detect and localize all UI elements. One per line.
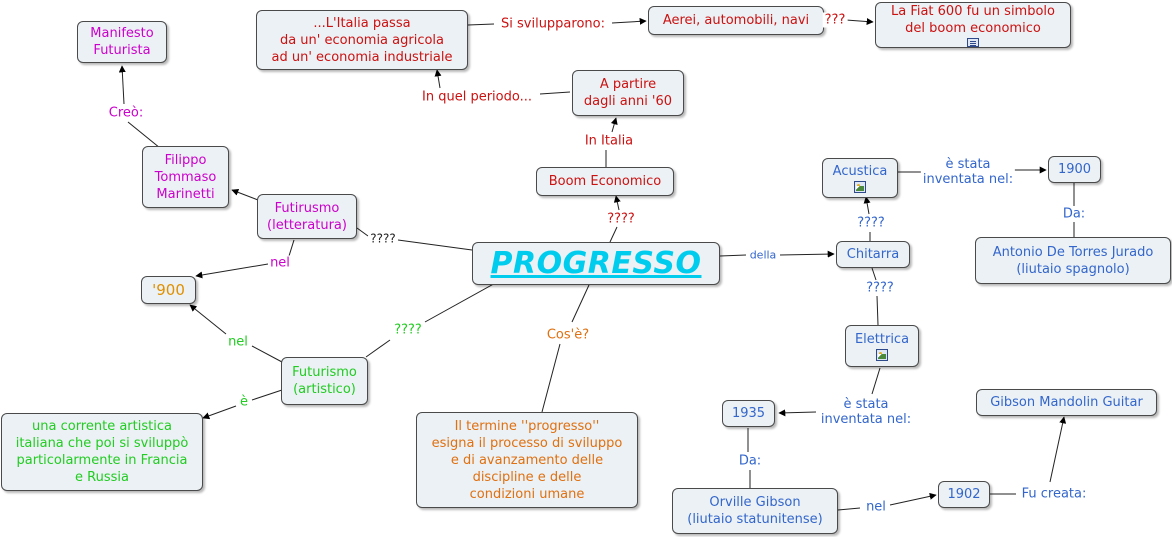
- link-elettrica-q4b2: [876, 295, 879, 326]
- link-prog-della: [719, 254, 747, 257]
- label-nel-green: nel: [226, 334, 250, 350]
- node-torres[interactable]: Antonio De Torres Jurado (liutaio spagno…: [975, 237, 1171, 284]
- link-prog-q4red: [609, 226, 618, 243]
- label-della: della: [747, 247, 779, 263]
- label-in-quel-periodo: In quel periodo...: [420, 89, 534, 105]
- link-q4dark-futlett: [356, 227, 369, 237]
- label-fu-creata: Fu creata:: [1019, 486, 1089, 502]
- link-q4red-boom: [613, 195, 621, 211]
- node-1935[interactable]: 1935: [722, 400, 775, 427]
- link-cose-termine: [541, 343, 561, 413]
- link-q-fiat: [845, 18, 874, 26]
- node-900[interactable]: '900: [141, 276, 196, 304]
- label-cose: Cos'è?: [544, 327, 592, 343]
- label-e-stata-1: è stata inventata nel:: [920, 157, 1016, 187]
- node-italia[interactable]: ...L'Italia passa da un' economia agrico…: [256, 10, 468, 70]
- node-futlett[interactable]: Futirusmo (letteratura): [257, 194, 357, 239]
- label-q4-blue-1: ????: [855, 215, 887, 231]
- link-nel3-1902: [889, 492, 937, 506]
- label-creo: Creò:: [106, 105, 146, 121]
- node-progresso[interactable]: PROGRESSO: [472, 242, 720, 285]
- link-nel1-900: [195, 263, 269, 279]
- link-della-chitarra: [779, 250, 835, 258]
- label-in-italia: In Italia: [582, 133, 636, 149]
- link-fucreata-mandolin: [1049, 416, 1067, 483]
- link-anni60-inquel: [539, 91, 571, 95]
- link-futart-e: [251, 389, 283, 401]
- document-icon[interactable]: [967, 38, 979, 47]
- link-e-corrente: [202, 405, 237, 420]
- label-si-svilupparono: Si svilupparono:: [499, 16, 607, 32]
- label-q4-red: ????: [605, 211, 637, 227]
- link-futlett-nel1: [288, 239, 295, 257]
- label-q3: ???: [822, 12, 848, 28]
- node-termine[interactable]: Il termine ''progresso'' esigna il proce…: [416, 412, 638, 508]
- label-e: è: [238, 394, 250, 410]
- label-da-2: Da:: [736, 453, 764, 469]
- link-sisvilupp-aerei: [611, 17, 647, 25]
- link-prog-q4dark: [397, 239, 473, 251]
- link-nel2-900: [189, 304, 227, 335]
- node-futart[interactable]: Futurismo (artistico): [281, 357, 368, 405]
- node-marinetti[interactable]: Filippo Tommaso Marinetti: [142, 146, 229, 208]
- image-icon[interactable]: [854, 181, 866, 193]
- node-fiat[interactable]: La Fiat 600 fu un simbolo del boom econo…: [875, 2, 1071, 48]
- link-elettrica-estata2: [871, 367, 881, 395]
- link-creo-manifesto: [118, 65, 126, 105]
- label-nel-blue: nel: [864, 499, 888, 515]
- label-q4-blue-2: ????: [864, 280, 896, 296]
- node-boom[interactable]: Boom Economico: [536, 167, 674, 196]
- link-q4b2-chitarra: [871, 267, 877, 281]
- node-elettrica[interactable]: Elettrica: [845, 325, 919, 367]
- label-e-stata-2: è stata inventata nel:: [818, 397, 914, 427]
- label-q4-dark: ????: [368, 231, 398, 247]
- node-1902[interactable]: 1902: [938, 481, 990, 508]
- link-q4green-futart: [365, 339, 391, 358]
- link-marinetti-creo: [127, 121, 161, 149]
- image-icon[interactable]: [876, 349, 888, 361]
- node-manifesto[interactable]: Manifesto Futurista: [77, 21, 167, 63]
- label-da-1: Da:: [1060, 206, 1088, 222]
- node-1900[interactable]: 1900: [1048, 156, 1101, 183]
- node-chitarra[interactable]: Chitarra: [836, 241, 910, 268]
- node-acustica[interactable]: Acustica: [822, 158, 898, 198]
- node-mandolin[interactable]: Gibson Mandolin Guitar: [976, 389, 1157, 416]
- node-aerei[interactable]: Aerei, automobili, navi: [648, 6, 824, 35]
- link-italia-sisvilupp: [467, 23, 495, 26]
- label-q4-green: ????: [392, 322, 424, 338]
- node-corrente[interactable]: una corrente artistica italiana che poi …: [1, 413, 203, 491]
- link-gibson-nel3: [837, 507, 861, 511]
- link-prog-cose: [571, 284, 590, 323]
- link-futlett-marinetti: [231, 188, 259, 201]
- link-futart-nel2: [251, 345, 283, 363]
- link-initalia-anni60: [610, 117, 618, 133]
- link-q4b1-acustica: [863, 196, 871, 215]
- node-anni60[interactable]: A partire dagli anni '60: [572, 70, 684, 116]
- node-gibson[interactable]: Orville Gibson (liutaio statunitense): [672, 488, 838, 534]
- link-estata2-1935: [778, 409, 817, 417]
- label-nel-magenta: nel: [268, 255, 292, 271]
- link-inquel-italia: [434, 69, 442, 89]
